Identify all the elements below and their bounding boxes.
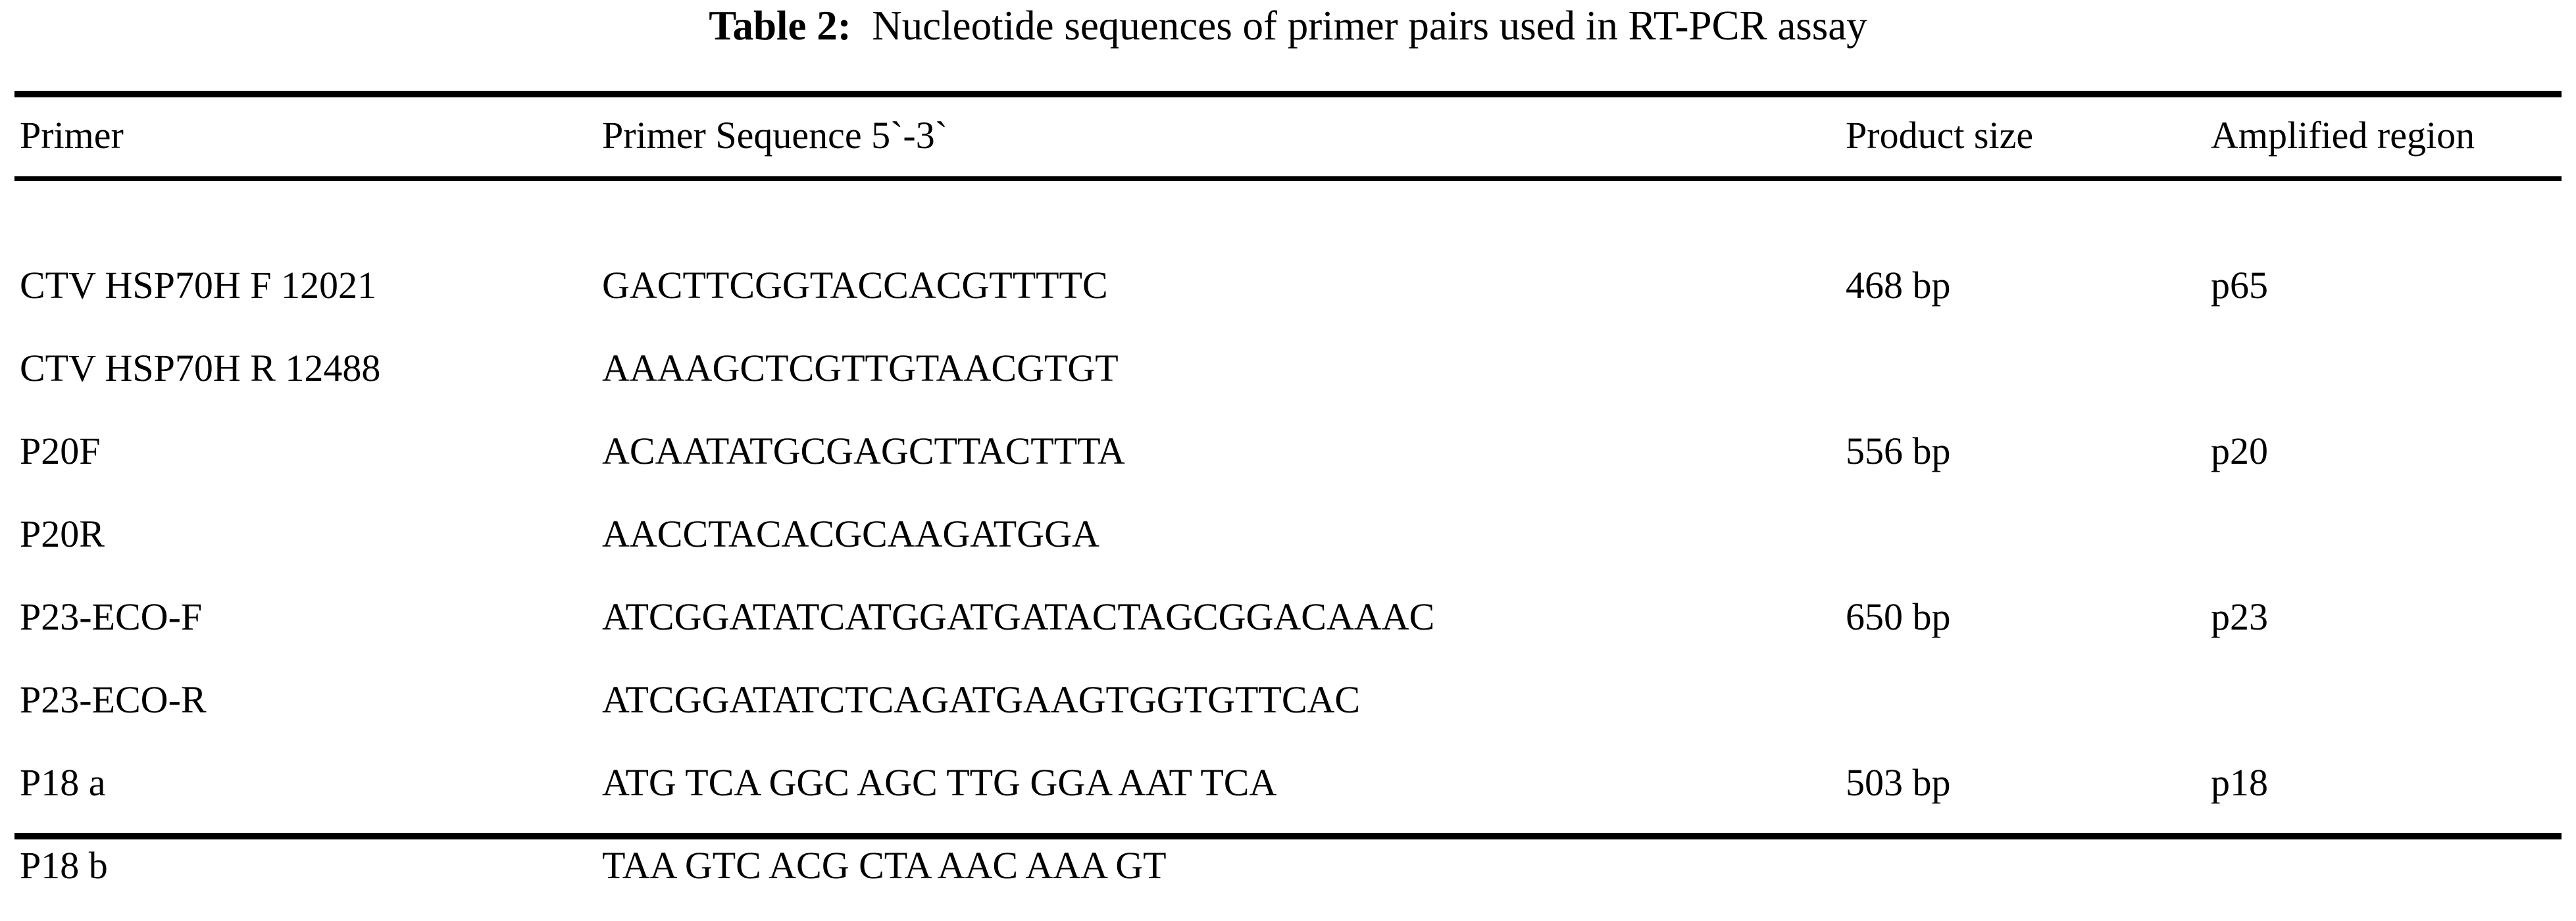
cell-primer: CTV HSP70H F 12021	[20, 264, 376, 307]
cell-primer: P23-ECO-R	[20, 678, 207, 721]
table-row: P20R AACCTACACGCAAGATGGA	[0, 507, 2576, 589]
caption-text: Nucleotide sequences of primer pairs use…	[872, 3, 1867, 49]
cell-amplified-region: p65	[2211, 264, 2268, 307]
column-header-sequence: Primer Sequence 5`-3`	[602, 114, 948, 157]
cell-product-size: 468 bp	[1846, 264, 1951, 307]
cell-amplified-region	[2198, 507, 2576, 589]
table-row: P20F ACAATATGCGAGCTTACTTTA 556 bp p20	[0, 424, 2576, 507]
table-row: CTV HSP70H F 12021 GACTTCGGTACCACGTTTTC …	[0, 258, 2576, 341]
cell-product-size: 650 bp	[1846, 595, 1951, 638]
cell-sequence: AACCTACACGCAAGATGGA	[602, 512, 1099, 555]
cell-product-size	[1829, 838, 2198, 921]
table-row: CTV HSP70H R 12488 AAAAGCTCGTTGTAACGTGT	[0, 341, 2576, 424]
cell-amplified-region	[2198, 838, 2576, 921]
cell-primer: P18 a	[20, 761, 106, 804]
cell-amplified-region: p23	[2211, 595, 2268, 638]
table-caption: Table 2: Nucleotide sequences of primer …	[0, 1, 2576, 50]
cell-primer: P23-ECO-F	[20, 595, 203, 638]
cell-product-size	[1829, 672, 2198, 755]
cell-sequence: ACAATATGCGAGCTTACTTTA	[602, 430, 1125, 472]
table-row: P18 b TAA GTC ACG CTA AAC AAA GT	[0, 838, 2576, 921]
cell-primer: P20R	[20, 512, 105, 555]
cell-product-size	[1829, 341, 2198, 424]
column-header-product-size: Product size	[1846, 114, 2034, 157]
table-header-row: Primer Primer Sequence 5`-3` Product siz…	[0, 99, 2576, 178]
cell-sequence: ATCGGATATCTCAGATGAAGTGGTGTTCAC	[602, 678, 1361, 721]
cell-sequence: TAA GTC ACG CTA AAC AAA GT	[602, 844, 1167, 887]
table-figure: Table 2: Nucleotide sequences of primer …	[0, 1, 2576, 887]
caption-spacer	[0, 0, 2576, 99]
cell-primer: P18 b	[20, 844, 108, 887]
cell-primer: P20F	[20, 430, 101, 472]
table-row: P23-ECO-R ATCGGATATCTCAGATGAAGTGGTGTTCAC	[0, 672, 2576, 755]
cell-product-size: 556 bp	[1846, 430, 1951, 472]
cell-sequence: ATCGGATATCATGGATGATACTAGCGGACAAAC	[602, 595, 1435, 638]
table-row: P23-ECO-F ATCGGATATCATGGATGATACTAGCGGACA…	[0, 589, 2576, 672]
table-header-rule	[14, 176, 2562, 181]
cell-amplified-region: p20	[2211, 430, 2268, 472]
cell-product-size: 503 bp	[1846, 761, 1951, 804]
table-top-rule	[14, 91, 2562, 97]
cell-product-size	[1829, 507, 2198, 589]
table-row: P18 a ATG TCA GGC AGC TTG GGA AAT TCA 50…	[0, 755, 2576, 838]
cell-primer: CTV HSP70H R 12488	[20, 347, 381, 389]
column-header-amplified-region: Amplified region	[2211, 114, 2475, 157]
table-bottom-rule	[14, 833, 2562, 839]
column-header-primer: Primer	[20, 114, 124, 157]
cell-amplified-region	[2198, 672, 2576, 755]
cell-sequence: AAAAGCTCGTTGTAACGTGT	[602, 347, 1119, 389]
cell-amplified-region	[2198, 341, 2576, 424]
cell-amplified-region: p18	[2211, 761, 2268, 804]
header-rule-spacer	[0, 178, 2576, 258]
cell-sequence: GACTTCGGTACCACGTTTTC	[602, 264, 1108, 307]
caption-label: Table 2:	[709, 3, 851, 49]
cell-sequence: ATG TCA GGC AGC TTG GGA AAT TCA	[602, 761, 1277, 804]
